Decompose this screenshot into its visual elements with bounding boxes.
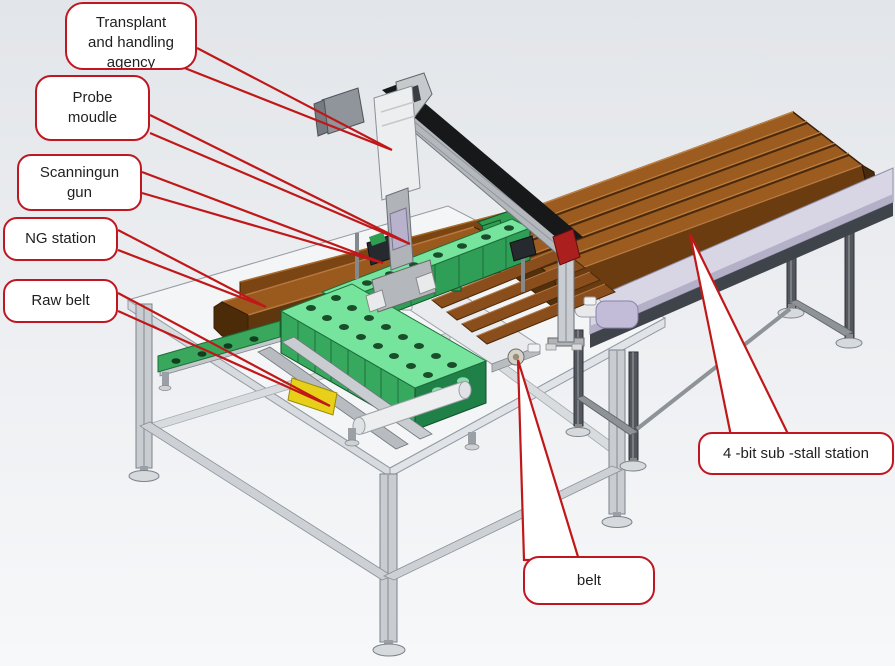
- leader-lines: [117, 47, 791, 562]
- z-axis-plate: [373, 85, 421, 201]
- gantry-beam-end-cap: [552, 228, 581, 266]
- gantry-motor: [321, 87, 365, 135]
- sub-stall-table-front: [565, 307, 792, 472]
- belt-motor: [595, 300, 639, 329]
- callout-four-bit-sub-stall-station: 4 -bit sub -stall station: [698, 432, 894, 475]
- callout-ng-station: NG station: [3, 217, 118, 261]
- callout-transplant-handling-agency: Transplant and handling agency: [65, 2, 197, 70]
- callout-belt: belt: [523, 556, 655, 605]
- sensor-bracket: [509, 235, 537, 292]
- callout-probe-module: Probe moudle: [35, 75, 150, 141]
- sub-stall-table-front-panel: [574, 167, 894, 348]
- raw-belt-conveyor: [257, 336, 480, 451]
- callout-scanning-gun: Scanningun gun: [17, 154, 142, 211]
- callout-raw-belt: Raw belt: [3, 279, 118, 323]
- gantry: [313, 72, 585, 351]
- gantry-beam-top: [382, 83, 583, 244]
